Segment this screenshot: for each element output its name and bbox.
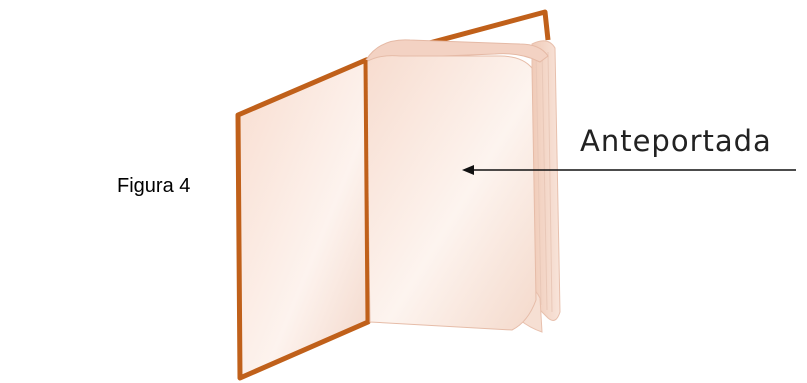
book-cover-left	[238, 60, 368, 378]
callout-label-half-title: Anteportada	[580, 127, 772, 156]
book-spine-line	[366, 60, 368, 322]
half-title-page	[366, 56, 536, 330]
figure-caption: Figura 4	[117, 176, 190, 196]
